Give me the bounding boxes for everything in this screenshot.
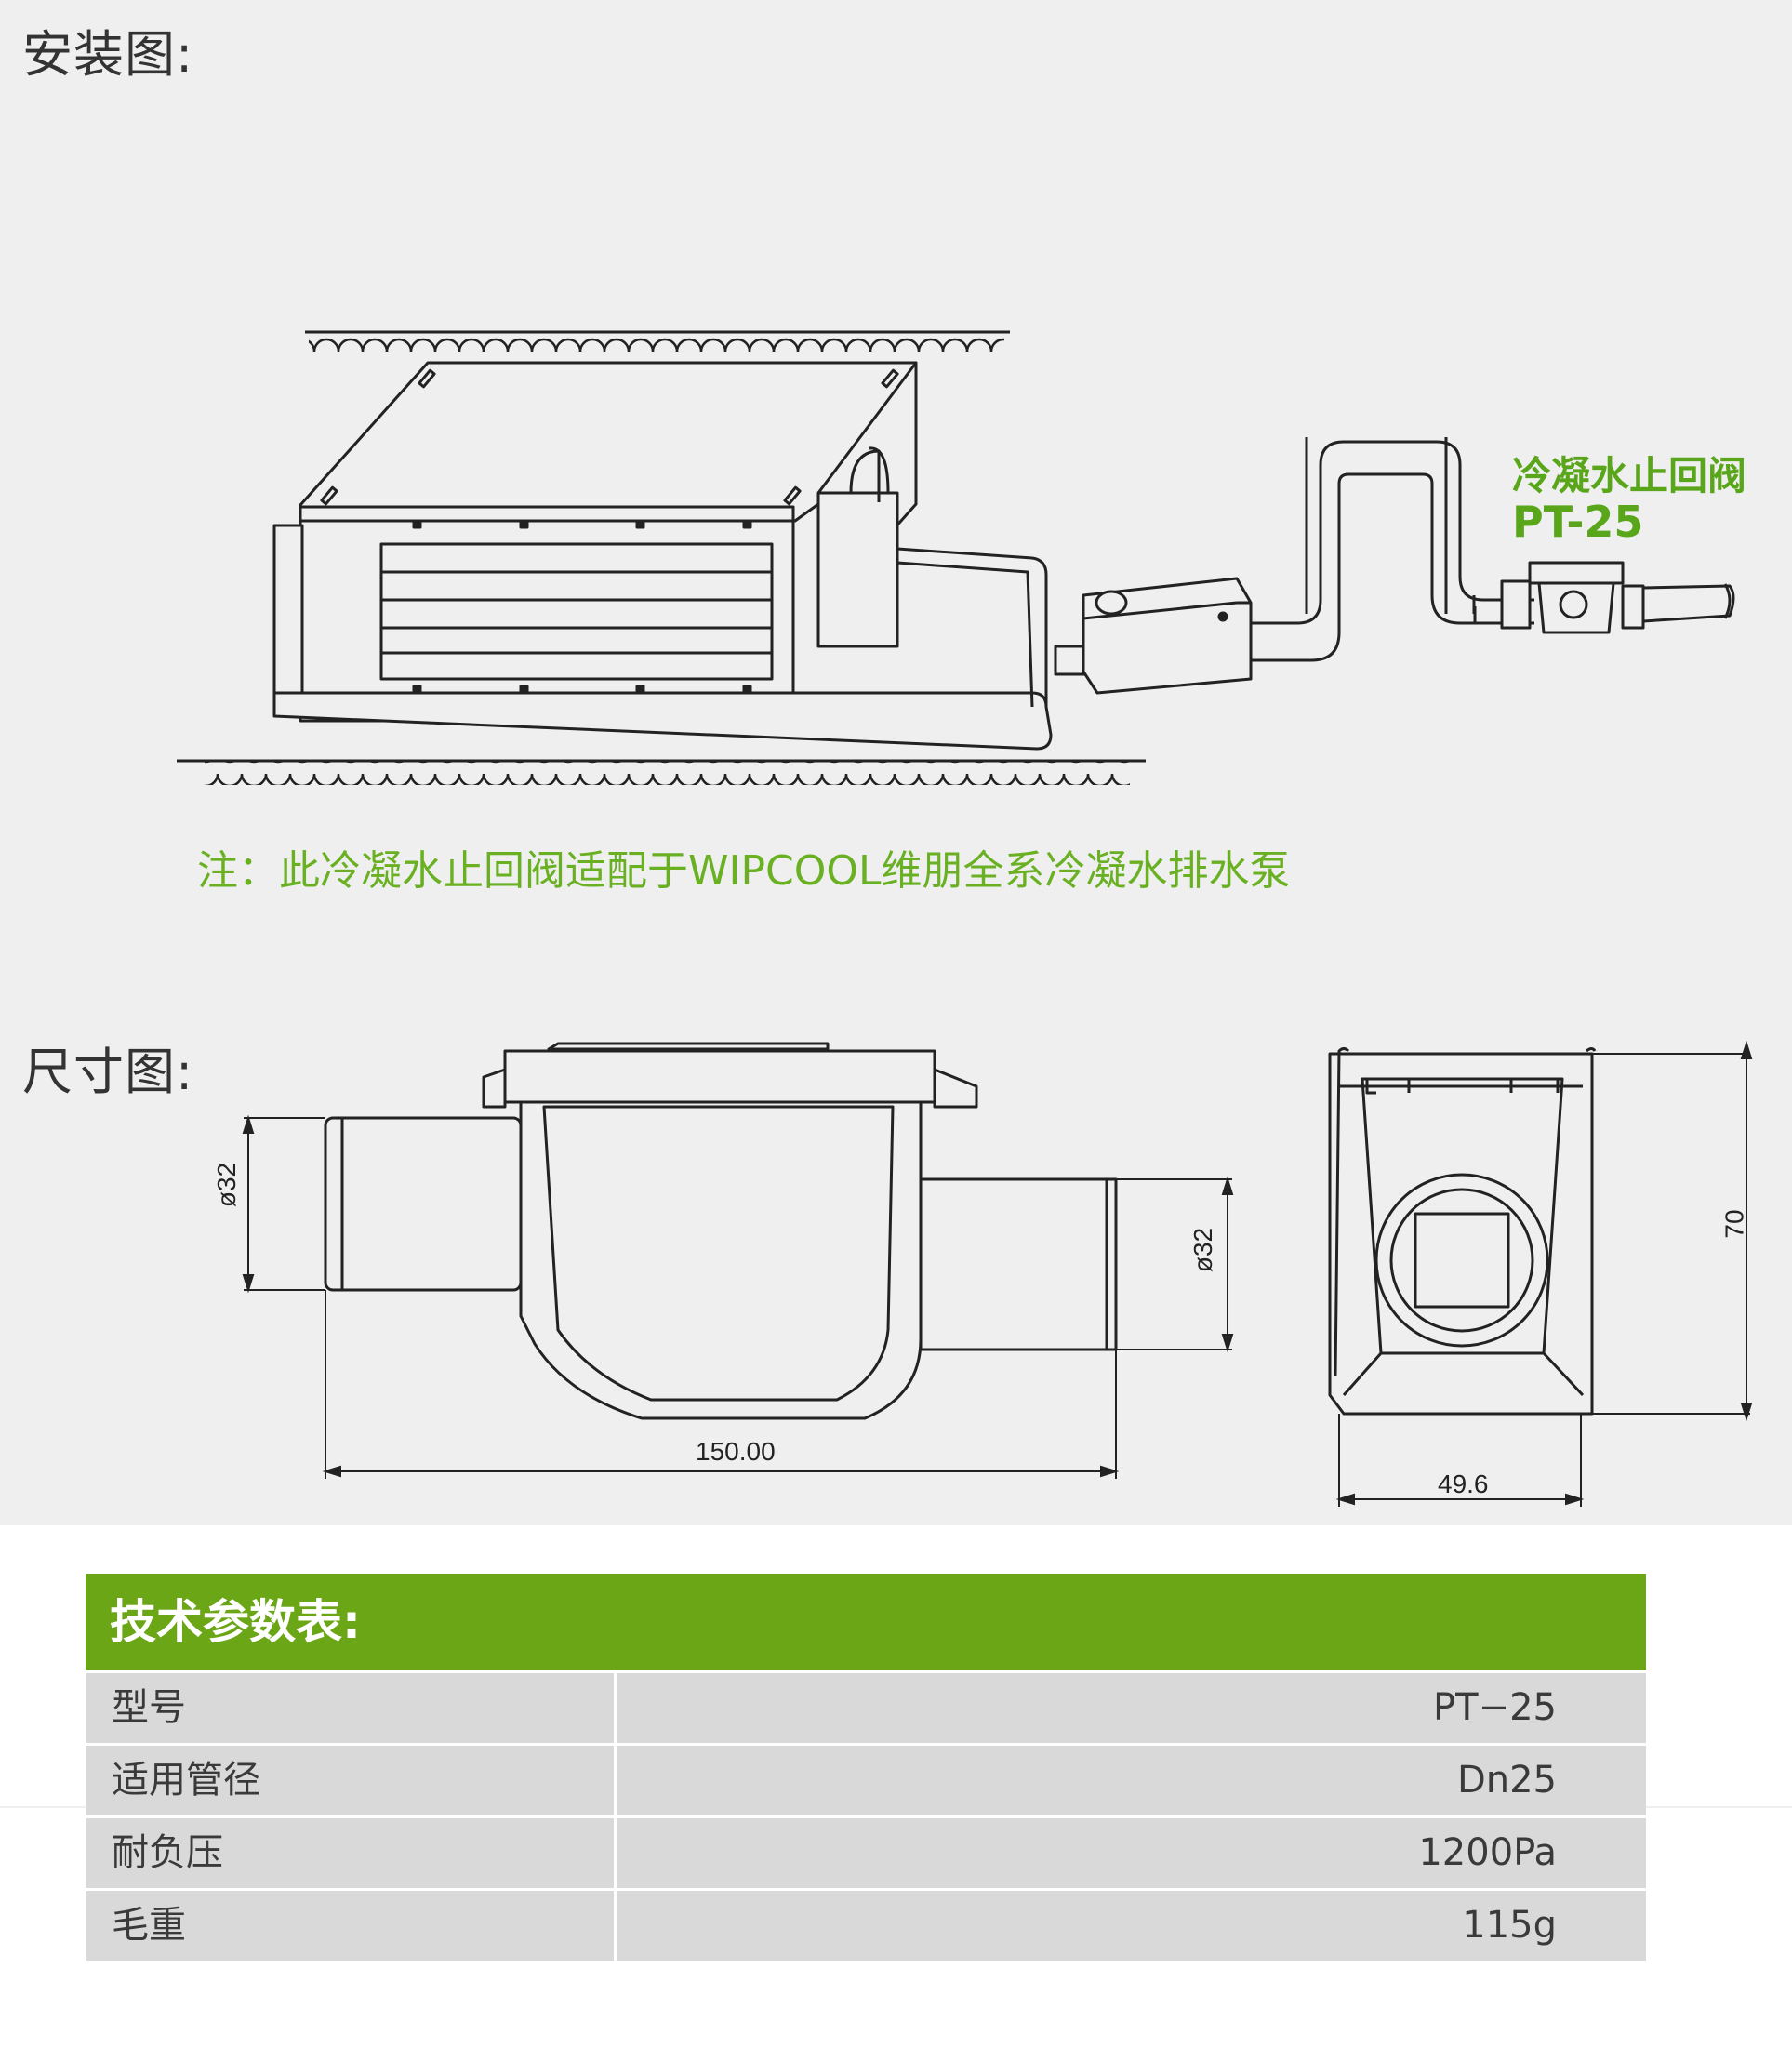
front-dimension-lines	[1335, 1040, 1753, 1507]
spec-label: 适用管径	[86, 1746, 617, 1815]
valve-callout-model: PT-25	[1512, 497, 1644, 547]
spec-label: 耐负压	[86, 1818, 617, 1888]
spec-table-title: 技术参数表:	[86, 1574, 1646, 1670]
depth-label: 49.6	[1438, 1470, 1489, 1498]
ceiling-line	[305, 330, 1010, 352]
install-section-title: 安装图:	[22, 25, 194, 84]
table-row: 耐负压 1200Pa	[86, 1818, 1646, 1888]
spec-value: 1200Pa	[1418, 1831, 1557, 1874]
spec-value: 115g	[1462, 1904, 1557, 1947]
table-row: 毛重 115g	[86, 1891, 1646, 1961]
length-label: 150.00	[696, 1437, 776, 1466]
check-valve	[1500, 561, 1735, 634]
outlet-diameter-label: ø32	[1188, 1227, 1218, 1273]
drain-pump	[1054, 577, 1253, 695]
height-label: 70	[1719, 1209, 1749, 1239]
spec-label: 型号	[86, 1673, 617, 1743]
spec-value: Dn25	[1456, 1759, 1557, 1802]
compatibility-note: 注：此冷凝水止回阀适配于WIPCOOL维朋全系冷凝水排水泵	[197, 847, 1291, 895]
floor-line	[177, 759, 1146, 785]
dimension-section-title: 尺寸图:	[22, 1043, 194, 1101]
table-row: 适用管径 Dn25	[86, 1746, 1646, 1815]
table-row: 型号 PT−25	[86, 1673, 1646, 1743]
valve-side-view	[324, 1042, 1118, 1420]
valve-front-view	[1328, 1047, 1597, 1416]
spec-value: PT−25	[1433, 1686, 1557, 1729]
side-dimension-lines	[242, 1114, 1234, 1479]
discharge-pipe	[1251, 437, 1534, 662]
fan-coil-unit	[272, 361, 1053, 751]
valve-callout-name: 冷凝水止回阀	[1512, 453, 1747, 499]
inlet-diameter-label: ø32	[212, 1162, 242, 1208]
spec-table: 技术参数表: 型号 PT−25 适用管径 Dn25 耐负压 1200Pa 毛重 …	[86, 1574, 1646, 1961]
spec-label: 毛重	[86, 1891, 617, 1961]
installation-diagram	[177, 330, 1753, 1507]
